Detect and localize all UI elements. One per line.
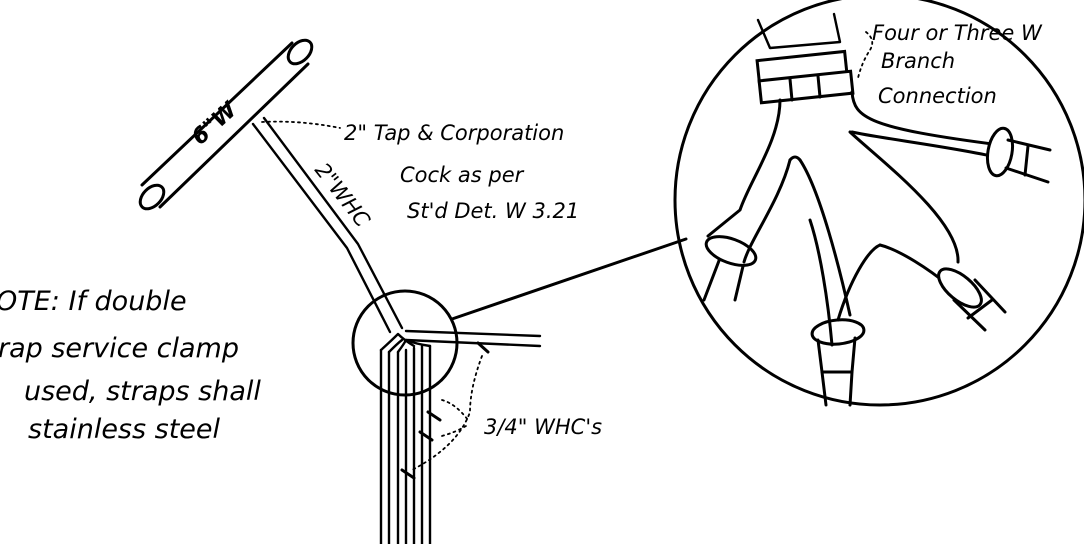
service-size-label: 2"WHC: [310, 158, 375, 232]
note-line4: stainless steel: [28, 414, 221, 445]
tap-label-line3: St'd Det. W 3.21: [407, 199, 579, 223]
note-line2: rap service clamp: [0, 333, 239, 364]
tap-label-line1: 2" Tap & Corporation: [344, 121, 564, 145]
callout-leaders: [261, 31, 874, 471]
main-size-label: 6"W: [187, 97, 243, 151]
branch-label-line3: Connection: [878, 84, 997, 108]
water-main-pipe: [138, 38, 314, 211]
note-line3: used, straps shall: [24, 376, 261, 407]
detail-leader-line: [450, 237, 688, 321]
branch-label-line1: Four or Three W: [872, 21, 1043, 45]
tap-label-line2: Cock as per: [400, 163, 525, 187]
branch-label-line2: Branch: [881, 49, 955, 73]
note-line1: OTE: If double: [0, 286, 187, 317]
branch-services-label: 3/4" WHC's: [484, 415, 602, 439]
detail-magnified: [673, 0, 1084, 407]
service-line: [251, 116, 404, 334]
branch-connection-small: [379, 329, 542, 544]
branch-top-fitting: [755, 12, 855, 105]
detail-circle-small: [351, 289, 459, 397]
